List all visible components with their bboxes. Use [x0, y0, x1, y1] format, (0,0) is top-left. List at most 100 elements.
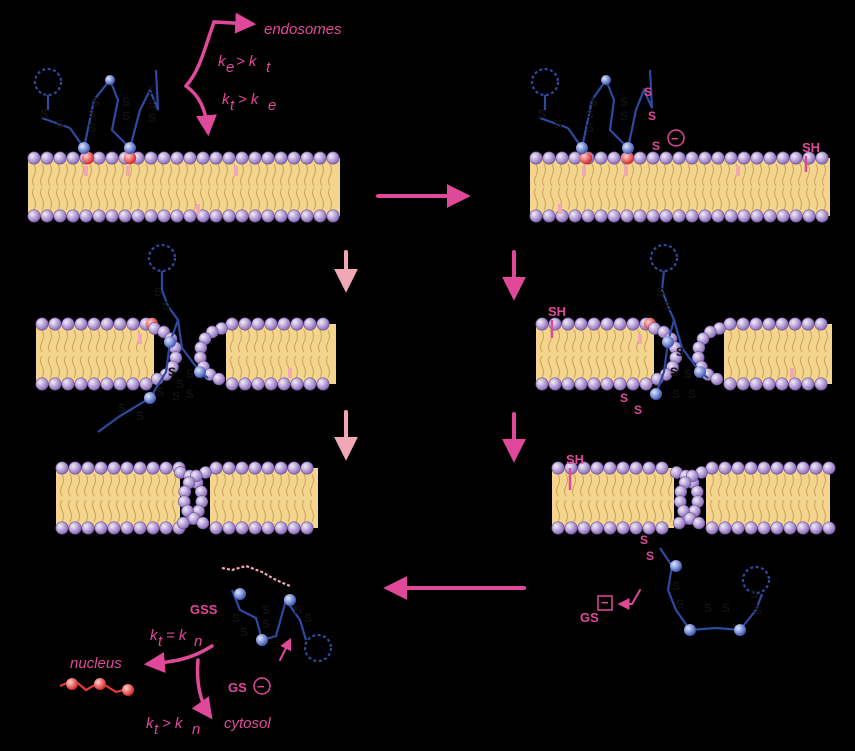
svg-text:S: S — [672, 579, 680, 593]
svg-text:S: S — [122, 109, 130, 123]
svg-text:t: t — [230, 97, 235, 114]
dashed-ring-icon — [33, 67, 63, 97]
svg-text:S: S — [186, 367, 194, 381]
dashed-ring-icon — [741, 565, 771, 595]
svg-text:S: S — [590, 95, 598, 109]
svg-text:SH: SH — [802, 140, 820, 155]
svg-text:k: k — [218, 53, 227, 70]
minus-charge-icon — [667, 129, 685, 147]
svg-text:S: S — [672, 387, 680, 401]
pore-edge — [673, 466, 708, 530]
svg-text:t: t — [266, 59, 271, 76]
svg-text:S: S — [262, 617, 270, 631]
svg-text:k: k — [146, 715, 155, 732]
svg-text:S: S — [240, 625, 248, 639]
endosomes-label: endosomes — [264, 21, 342, 38]
nucleus-arrow — [143, 644, 214, 674]
membrane-arrow — [184, 84, 217, 137]
rate-labels: endosomes k e > k t k t > k e nucleus cy… — [70, 21, 342, 738]
svg-text:S: S — [122, 95, 130, 109]
svg-text:t: t — [158, 633, 163, 650]
svg-text:S: S — [294, 603, 302, 617]
lipid-bilayer — [225, 317, 336, 391]
lipid-bilayer — [209, 461, 318, 535]
lipid-bilayer — [55, 461, 186, 535]
svg-text:S: S — [620, 391, 628, 405]
svg-text:S: S — [648, 109, 656, 123]
svg-text:k: k — [222, 91, 231, 108]
svg-text:> k: > k — [238, 91, 260, 108]
lipid-bilayer — [551, 461, 674, 535]
svg-text:S: S — [640, 533, 648, 547]
svg-text:k: k — [150, 627, 159, 644]
svg-text:e: e — [268, 97, 276, 114]
dashed-ring-icon — [649, 243, 679, 273]
lipid-bilayer — [529, 151, 830, 223]
thiol-labels: SH SH SH — [548, 140, 820, 490]
svg-text:S: S — [704, 601, 712, 615]
cytosol-arrow — [191, 658, 213, 720]
lipid-bilayer — [35, 317, 159, 391]
svg-text:S: S — [538, 107, 546, 121]
svg-text:S: S — [646, 549, 654, 563]
disulfide-labels: S S S S S S S S S S S S S S S S S S S S … — [40, 83, 762, 639]
svg-text:S: S — [304, 611, 312, 625]
lipid-bilayer — [723, 317, 832, 391]
svg-text:S: S — [676, 345, 684, 359]
svg-text:> k: > k — [162, 715, 184, 732]
svg-text:S: S — [232, 611, 240, 625]
svg-text:−: − — [601, 595, 609, 610]
svg-text:S: S — [750, 587, 758, 601]
svg-text:SH: SH — [548, 304, 566, 319]
svg-text:GS: GS — [228, 680, 247, 695]
pore-edge — [177, 466, 212, 530]
svg-text:S: S — [136, 409, 144, 423]
svg-text:S: S — [586, 107, 594, 121]
svg-text:n: n — [192, 721, 200, 738]
svg-text:S: S — [670, 365, 678, 379]
svg-text:S: S — [652, 139, 660, 153]
svg-text:S: S — [168, 365, 176, 379]
svg-text:S: S — [56, 117, 64, 131]
dashed-ring-icon — [530, 67, 560, 97]
svg-text:S: S — [676, 597, 684, 611]
svg-text:S: S — [118, 401, 126, 415]
svg-text:S: S — [88, 121, 96, 135]
anchor-balls — [66, 75, 746, 696]
svg-text:S: S — [156, 385, 164, 399]
svg-text:e: e — [226, 59, 234, 76]
svg-text:S: S — [620, 95, 628, 109]
svg-text:S: S — [262, 603, 270, 617]
process-arrows — [143, 12, 641, 720]
svg-text:S: S — [620, 109, 628, 123]
membranes — [27, 151, 836, 535]
cytosol-label: cytosol — [224, 715, 271, 732]
svg-text:S: S — [688, 387, 696, 401]
svg-text:S: S — [148, 111, 156, 125]
svg-text:S: S — [656, 285, 664, 299]
svg-text:S: S — [684, 367, 692, 381]
svg-text:S: S — [754, 603, 762, 617]
nucleus-label: nucleus — [70, 655, 122, 672]
svg-text:S: S — [88, 107, 96, 121]
svg-text:S: S — [634, 403, 642, 417]
dashed-ring-icon — [147, 243, 177, 273]
lipid-bilayer — [27, 151, 340, 223]
lipid-bilayer — [705, 461, 836, 535]
pore-edge — [648, 322, 683, 386]
glutathione-labels: GSS GS − GS − − — [190, 129, 685, 695]
svg-text:S: S — [92, 95, 100, 109]
endosome-arrow — [184, 12, 257, 88]
svg-text:= k: = k — [166, 627, 188, 644]
svg-text:GS: GS — [580, 610, 599, 625]
svg-text:S: S — [722, 601, 730, 615]
svg-text:n: n — [194, 633, 202, 650]
svg-text:> k: > k — [236, 53, 258, 70]
svg-text:S: S — [40, 107, 48, 121]
svg-text:S: S — [554, 117, 562, 131]
svg-text:S: S — [586, 121, 594, 135]
svg-text:GSS: GSS — [190, 602, 218, 617]
svg-text:S: S — [172, 389, 180, 403]
svg-text:S: S — [644, 85, 652, 99]
